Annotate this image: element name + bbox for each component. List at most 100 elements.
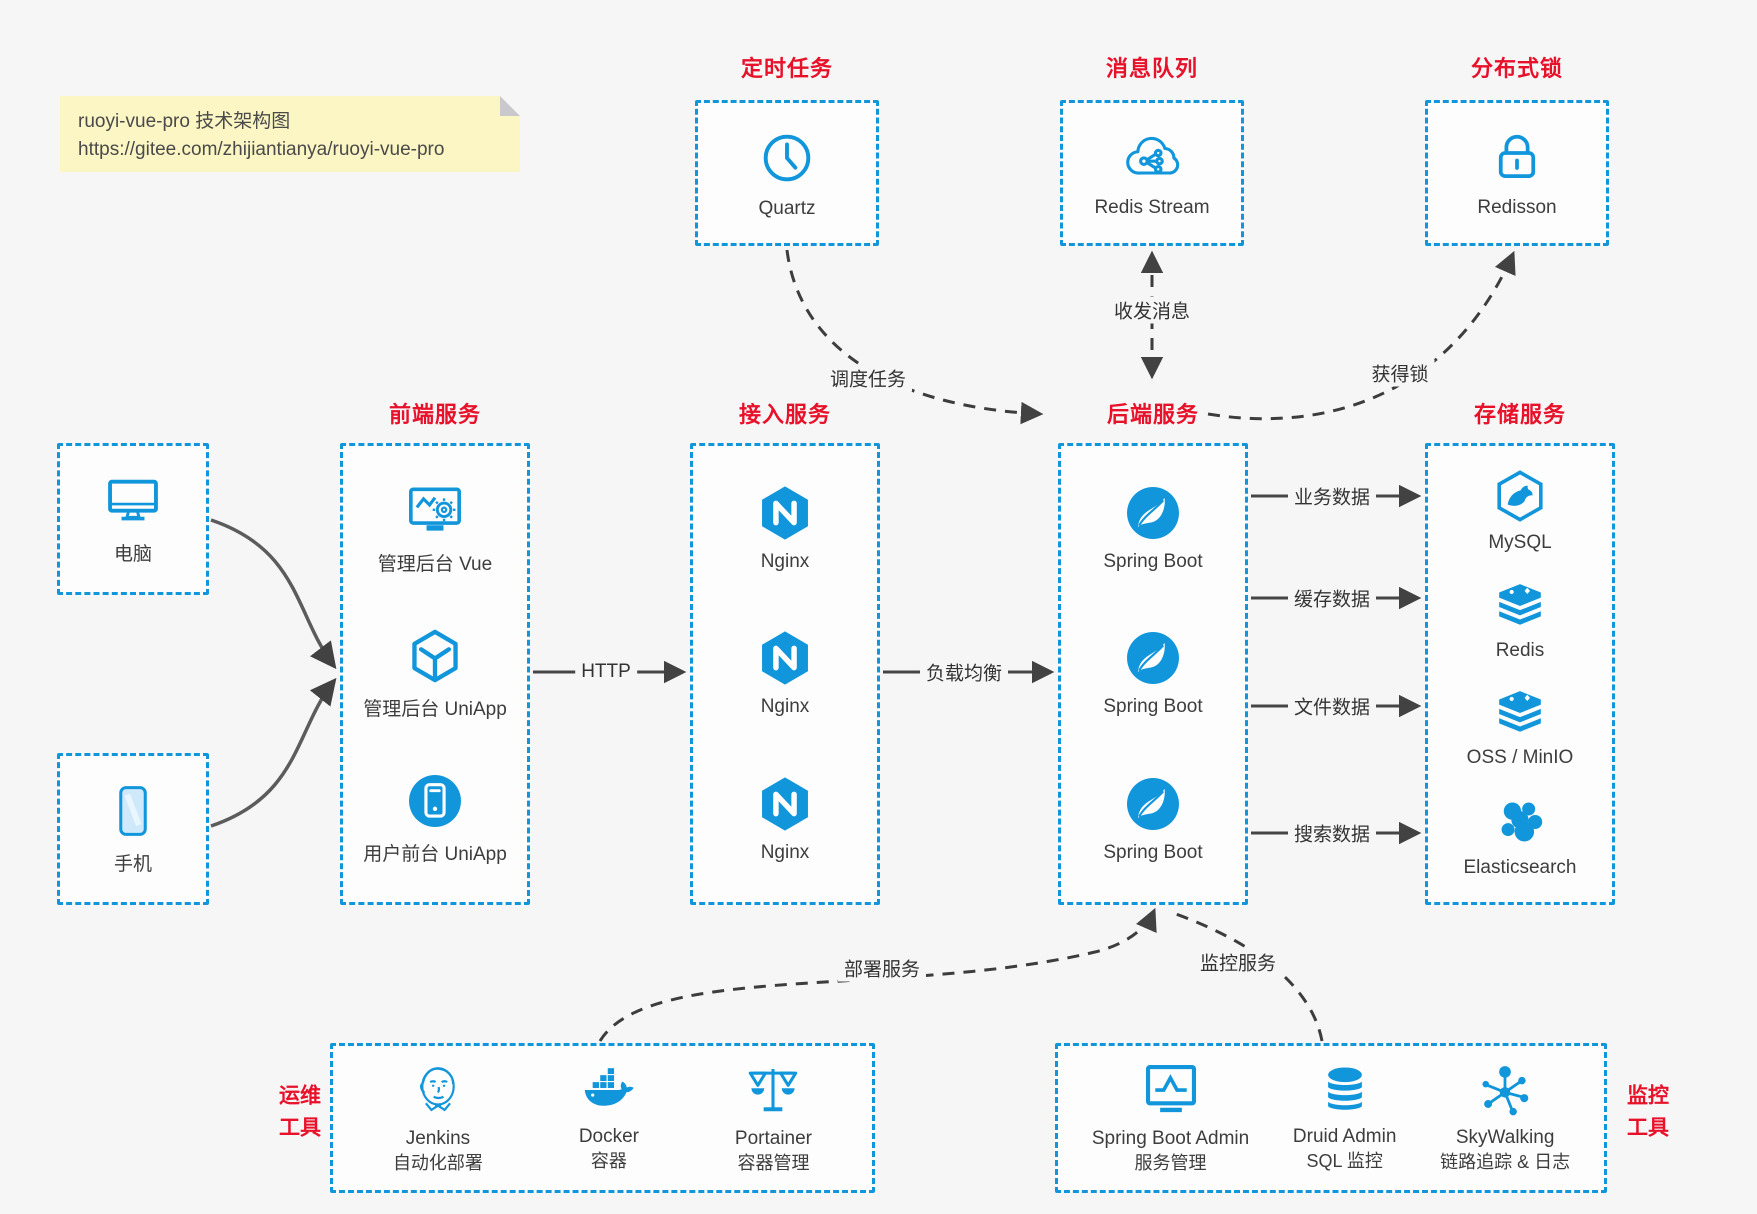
- node-admin-uniapp: 管理后台 UniApp: [363, 627, 507, 721]
- note-title: ruoyi-vue-pro 技术架构图: [78, 111, 291, 132]
- node-oss-minio: OSS / MinIO: [1466, 688, 1574, 769]
- node-label: Redis Stream: [1094, 196, 1210, 218]
- group-title-distributed-lock: 分布式锁: [1470, 56, 1564, 81]
- sticky-note: ruoyi-vue-pro 技术架构图 https://gitee.com/zh…: [60, 96, 520, 172]
- node-jenkins: Jenkins 自动化部署: [393, 1061, 483, 1176]
- node-redis: Redis: [1493, 581, 1547, 662]
- node-label: Nginx: [760, 841, 810, 863]
- tool-desc: 容器: [590, 1151, 627, 1172]
- node-spring-boot-3: Spring Boot: [1103, 775, 1203, 864]
- node-label: 电脑: [113, 544, 152, 565]
- node-redis-stream: Redis Stream: [1094, 128, 1210, 219]
- tool-name: SkyWalking: [1455, 1126, 1555, 1148]
- panel-computer: 电脑: [57, 443, 209, 595]
- node-label: MySQL: [1488, 532, 1552, 554]
- node-spring-boot-2: Spring Boot: [1103, 629, 1203, 718]
- jenkins-icon: [419, 1066, 455, 1111]
- tool-name: Jenkins: [405, 1127, 471, 1149]
- panel-storage: MySQL Redis: [1425, 443, 1615, 905]
- node-druid-admin: Druid Admin SQL 监控: [1292, 1063, 1397, 1174]
- nginx-icon: [762, 777, 808, 831]
- node-user-uniapp: 用户前台 UniApp: [363, 772, 507, 866]
- spring-boot-admin-icon: [1145, 1064, 1196, 1112]
- group-title-backend: 后端服务: [1106, 402, 1200, 427]
- edge-label-file-data: 文件数据: [1287, 692, 1377, 720]
- clock-icon: [763, 134, 811, 181]
- node-label: Spring Boot: [1103, 841, 1203, 863]
- node-portainer: Portainer 容器管理: [735, 1061, 812, 1176]
- node-label: 管理后台 UniApp: [363, 698, 507, 720]
- node-computer: 电脑: [102, 472, 164, 566]
- panel-redis-stream: Redis Stream: [1060, 100, 1244, 246]
- nginx-icon: [762, 631, 808, 686]
- node-label: Redisson: [1477, 196, 1557, 218]
- group-title-gateway: 接入服务: [738, 402, 832, 427]
- computer-icon: [108, 479, 158, 521]
- spring-icon: [1127, 487, 1179, 540]
- skywalking-icon: [1482, 1065, 1529, 1115]
- edge-label-http: HTTP: [575, 661, 637, 683]
- node-label: OSS / MinIO: [1466, 747, 1574, 769]
- node-label: Redis: [1495, 639, 1545, 661]
- tool-name: Docker: [578, 1125, 640, 1147]
- node-mysql: MySQL: [1488, 469, 1552, 554]
- tool-desc: 自动化部署: [392, 1153, 483, 1174]
- docker-icon: [584, 1067, 634, 1106]
- node-nginx-3: Nginx: [756, 775, 814, 864]
- node-spring-boot-admin: Spring Boot Admin 服务管理: [1092, 1061, 1249, 1176]
- node-label: Nginx: [760, 551, 810, 573]
- node-spring-boot-1: Spring Boot: [1103, 484, 1203, 573]
- phone-icon: [119, 786, 147, 836]
- spring-icon: [1127, 632, 1179, 685]
- edge-label-load-balance: 负载均衡: [919, 658, 1009, 686]
- node-label: Elasticsearch: [1463, 856, 1577, 878]
- arrow-phone-to-frontend: [210, 677, 337, 828]
- node-label: Nginx: [760, 696, 810, 718]
- node-label: Quartz: [758, 197, 816, 219]
- panel-quartz: Quartz: [695, 100, 879, 246]
- arrow-acquire-lock: [1207, 250, 1516, 421]
- monitor-title-line1: 监控: [1627, 1084, 1669, 1108]
- edge-label-deploy: 部署服务: [837, 954, 927, 982]
- edge-label-monitoring: 监控服务: [1193, 948, 1283, 976]
- arrow-monitor-service: [1175, 912, 1324, 1042]
- group-title-monitor-tools: 监控 工具: [1627, 1081, 1669, 1144]
- nginx-icon: [762, 486, 808, 540]
- panel-gateway: Nginx Nginx Nginx: [690, 443, 880, 905]
- tool-desc: 容器管理: [737, 1153, 810, 1174]
- tool-desc: 链路追踪 & 日志: [1440, 1152, 1571, 1173]
- edge-label-search-data: 搜索数据: [1287, 819, 1377, 847]
- uniapp-cube-icon: [412, 629, 458, 683]
- node-nginx-1: Nginx: [756, 484, 814, 573]
- ops-title-line1: 运维: [279, 1084, 321, 1108]
- admin-vue-icon: [409, 487, 461, 531]
- tool-name: Spring Boot Admin: [1091, 1127, 1250, 1149]
- redis-stack-icon: [1499, 583, 1541, 625]
- panel-monitor-tools: Spring Boot Admin 服务管理 Druid Admin SQL 监…: [1055, 1043, 1607, 1193]
- oss-stack-icon: [1499, 691, 1541, 732]
- node-docker: Docker 容器: [579, 1063, 639, 1174]
- node-label: Spring Boot: [1103, 551, 1203, 573]
- tool-desc: 服务管理: [1134, 1153, 1207, 1174]
- panel-backend: Spring Boot Spring Boot Spring Boot: [1058, 443, 1248, 905]
- ops-title-line2: 工具: [279, 1116, 321, 1139]
- spring-icon: [1127, 777, 1179, 830]
- tool-name: Druid Admin: [1292, 1125, 1397, 1147]
- edge-label-business-data: 业务数据: [1287, 482, 1377, 510]
- node-label: 管理后台 Vue: [377, 553, 493, 575]
- group-title-message-queue: 消息队列: [1105, 56, 1199, 81]
- panel-frontend: 管理后台 Vue 管理后台 UniApp 用户前台 UniApp: [340, 443, 530, 905]
- note-fold-corner: [500, 96, 520, 116]
- edge-label-lock: 获得锁: [1365, 359, 1435, 387]
- node-admin-vue: 管理后台 Vue: [378, 482, 492, 576]
- edge-label-message: 收发消息: [1107, 296, 1197, 324]
- panel-phone: 手机: [57, 753, 209, 905]
- node-phone: 手机: [105, 782, 161, 876]
- edge-label-schedule: 调度任务: [823, 364, 913, 392]
- portainer-icon: [749, 1068, 798, 1111]
- node-label: 用户前台 UniApp: [363, 844, 507, 866]
- panel-ops-tools: Jenkins 自动化部署 Docker 容器: [330, 1043, 875, 1193]
- user-app-icon: [409, 775, 461, 828]
- node-nginx-2: Nginx: [756, 629, 814, 718]
